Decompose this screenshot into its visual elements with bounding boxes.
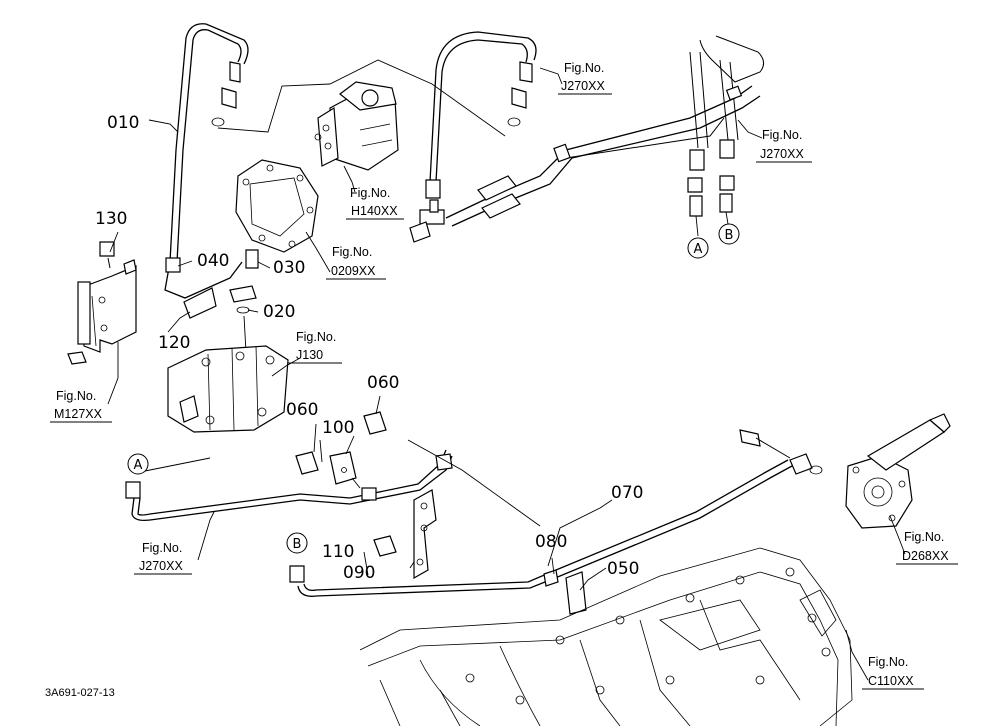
fig-ref-j270-left: Fig.No. J270XX — [134, 541, 192, 575]
fig-ref-j270-left-prefix: Fig.No. — [142, 541, 182, 555]
fig-ref-0209-code: 0209XX — [331, 264, 376, 278]
part-060b-label: 060 — [286, 400, 318, 420]
transmission-housing — [359, 547, 853, 726]
fig-ref-m127-prefix: Fig.No. — [56, 389, 96, 403]
pipe-top-right — [445, 35, 764, 237]
part-080-label: 080 — [535, 532, 567, 552]
mounting-bracket — [67, 241, 137, 365]
connector-a-left: A — [127, 453, 149, 475]
pipe-top-center — [409, 31, 537, 243]
fig-ref-j130-prefix: Fig.No. — [296, 330, 336, 344]
fig-ref-j270-top-code: J270XX — [561, 79, 605, 93]
fig-ref-h140: Fig.No. H140XX — [346, 186, 404, 220]
fig-ref-0209-prefix: Fig.No. — [332, 245, 372, 259]
fig-ref-j130: Fig.No. J130 — [288, 330, 342, 364]
fig-ref-c110-prefix: Fig.No. — [868, 655, 908, 669]
pipe-070 — [289, 429, 823, 615]
fig-ref-d268: Fig.No. D268XX — [896, 530, 958, 565]
steering-unit — [314, 81, 399, 183]
part-050-label: 050 — [607, 559, 639, 579]
diagram-code: 3A691-027-13 — [45, 687, 115, 699]
part-130-label: 130 — [95, 209, 127, 229]
fitting-030 — [229, 249, 259, 353]
part-020-label: 020 — [263, 302, 295, 322]
part-060a-label: 060 — [367, 373, 399, 393]
part-040-label: 040 — [197, 251, 229, 271]
fig-ref-j130-code: J130 — [296, 348, 323, 362]
fig-ref-d268-code: D268XX — [902, 549, 949, 563]
fig-ref-j270-right-prefix: Fig.No. — [762, 128, 802, 142]
fig-ref-m127-code: M127XX — [54, 407, 103, 421]
mid-fittings — [295, 411, 387, 489]
part-030-label: 030 — [273, 258, 305, 278]
fig-ref-0209: Fig.No. 0209XX — [326, 245, 386, 280]
connector-b-top-label: B — [725, 228, 734, 243]
fig-ref-d268-prefix: Fig.No. — [904, 530, 944, 544]
fig-ref-j270-top: Fig.No. J270XX — [558, 61, 612, 95]
control-valve — [845, 413, 951, 529]
part-120-label: 120 — [158, 333, 190, 353]
connector-b-left: B — [286, 532, 308, 554]
fig-ref-c110: Fig.No. C110XX — [862, 655, 924, 690]
gear-case — [235, 159, 319, 253]
part-090-label: 090 — [343, 563, 375, 583]
part-010-label: 010 — [107, 113, 139, 133]
fig-ref-j270-right-code: J270XX — [760, 147, 804, 161]
connector-a-left-label: A — [134, 458, 143, 473]
connector-a-top: A — [687, 237, 709, 259]
connector-b-left-label: B — [293, 537, 302, 552]
part-100-label: 100 — [322, 418, 354, 438]
fig-ref-m127: Fig.No. M127XX — [50, 389, 112, 423]
part-110-label: 110 — [322, 542, 354, 562]
fig-ref-j270-top-prefix: Fig.No. — [564, 61, 604, 75]
pipe-lower-left — [125, 449, 453, 522]
bracket-090 — [413, 489, 437, 580]
fig-ref-c110-code: C110XX — [868, 674, 914, 688]
fig-ref-h140-prefix: Fig.No. — [350, 186, 390, 200]
bolt-110 — [373, 535, 397, 557]
connector-b-top: B — [718, 223, 740, 245]
fig-ref-j270-left-code: J270XX — [139, 559, 183, 573]
clamp-120 — [183, 287, 217, 319]
hydraulic-pump — [167, 345, 289, 433]
fig-ref-j270-right: Fig.No. J270XX — [756, 128, 812, 163]
part-070-label: 070 — [611, 483, 643, 503]
connector-a-top-label: A — [694, 242, 703, 257]
fig-ref-h140-code: H140XX — [351, 204, 398, 218]
leader-lines — [107, 67, 906, 681]
